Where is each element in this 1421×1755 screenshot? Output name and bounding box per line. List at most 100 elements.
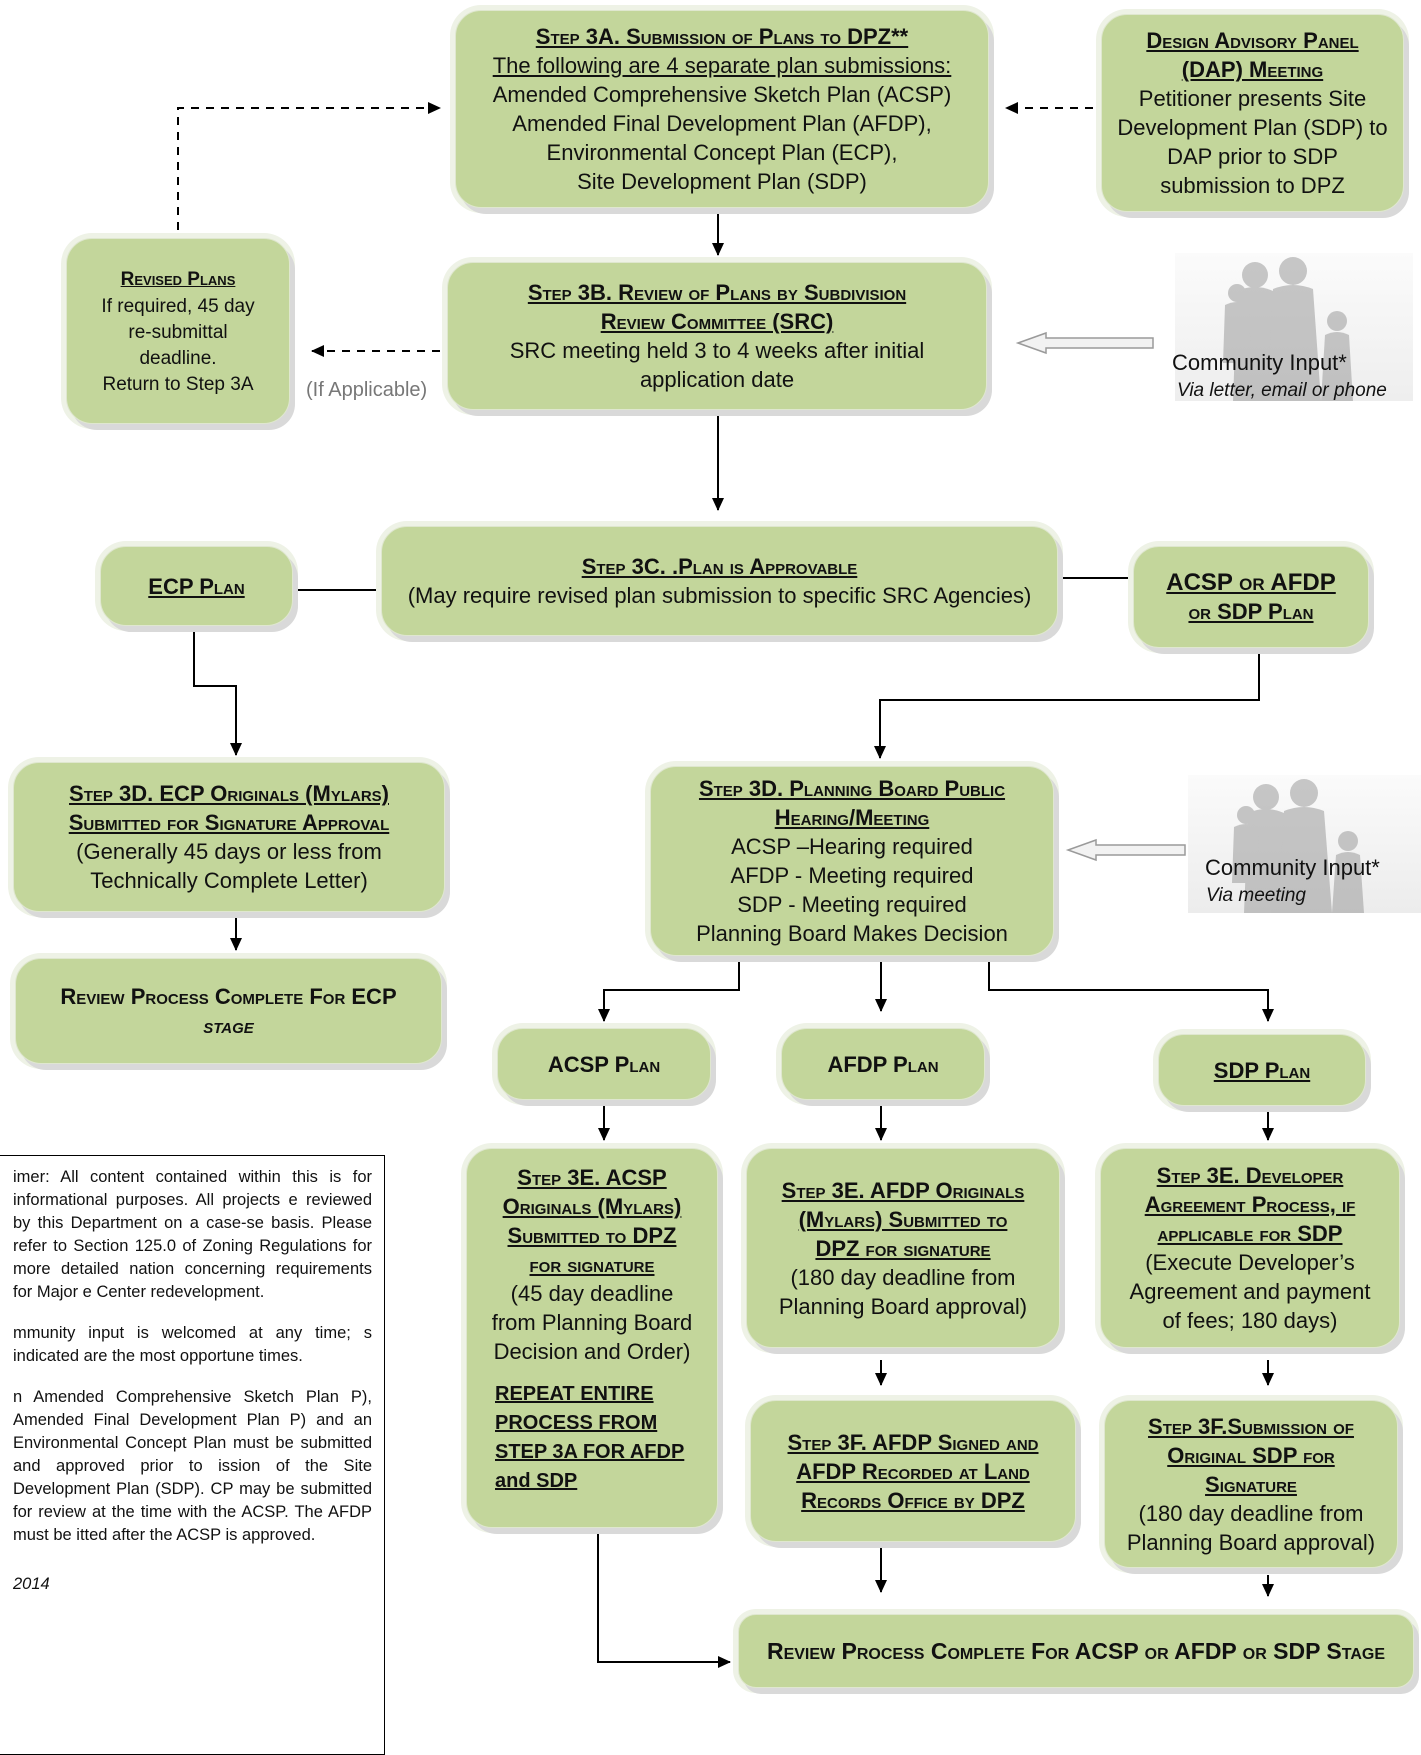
step-3e-afdp-title: Step 3E. AFDP Originals — [781, 1177, 1025, 1203]
step-3d-planning-board-box: Step 3D. Planning Board Public Hearing/M… — [650, 766, 1054, 956]
disclaimer-paragraph-3: n Amended Comprehensive Sketch Plan P), … — [13, 1388, 372, 1544]
step-3a-title: Step 3A. Submission of Plans to DPZ** — [535, 24, 909, 49]
step-3d-pb-title-line2: Hearing/Meeting — [774, 805, 930, 830]
step-3e-afdp-line: (180 day deadline from — [790, 1264, 1016, 1290]
repeat-process-line: STEP 3A FOR AFDP — [495, 1441, 685, 1463]
ecp-plan-box: ECP Plan — [100, 546, 293, 626]
step-3a-line: Environmental Concept Plan (ECP), — [546, 140, 898, 165]
step-3e-acsp-title: Submitted to DPZ — [507, 1223, 677, 1248]
step-3d-ecp-line: (Generally 45 days or less from — [76, 839, 382, 864]
step-3f-sdp-title: Step 3F.Submission of — [1148, 1413, 1354, 1439]
step-3e-sdp-title: Step 3E. Developer — [1156, 1163, 1344, 1188]
repeat-process-line: PROCESS FROM — [495, 1412, 658, 1434]
step-3f-sdp-box: Step 3F.Submission of Original SDP for S… — [1104, 1400, 1398, 1568]
step-3d-pb-title-line1: Step 3D. Planning Board Public — [698, 776, 1006, 801]
afdp-plan-box: AFDP Plan — [781, 1028, 985, 1100]
disclaimer-box: imer: All content contained within this … — [0, 1155, 385, 1755]
step-3d-ecp-title-line1: Step 3D. ECP Originals (Mylars) — [69, 781, 389, 806]
complete-ecp-box: Review Process Complete For ECP stage — [15, 958, 442, 1064]
step-3d-ecp-box: Step 3D. ECP Originals (Mylars) Submitte… — [13, 762, 445, 912]
plan-line1: ACSP or AFDP — [1166, 569, 1336, 596]
dap-meeting-box: Design Advisory Panel (DAP) Meeting Peti… — [1101, 14, 1404, 212]
step-3f-afdp-title: Step 3F. AFDP Signed and — [787, 1429, 1039, 1455]
complete-ecp-line1: Review Process Complete For ECP — [60, 984, 397, 1009]
step-3f-afdp-box: Step 3F. AFDP Signed and AFDP Recorded a… — [750, 1400, 1076, 1542]
step-3b-line: application date — [639, 367, 795, 392]
step-3e-sdp-title: applicable for SDP — [1157, 1221, 1343, 1246]
acsp-plan-box: ACSP Plan — [497, 1028, 711, 1100]
complete-final-label: Review Process Complete For ACSP or AFDP… — [766, 1637, 1386, 1664]
dap-line: submission to DPZ — [1160, 173, 1345, 198]
step-3e-sdp-title: Agreement Process, if — [1144, 1192, 1356, 1217]
step-3f-sdp-line: (180 day deadline from — [1138, 1500, 1364, 1526]
revised-plans-box: Revised Plans If required, 45 day re-sub… — [66, 238, 290, 424]
plan-line2: or SDP Plan — [1188, 599, 1314, 624]
disclaimer-date: 2014 — [13, 1575, 50, 1593]
step-3d-pb-line: AFDP - Meeting required — [730, 863, 974, 888]
step-3e-acsp-box: Step 3E. ACSP Originals (Mylars) Submitt… — [466, 1148, 718, 1528]
step-3b-title-line2: Review Committee (SRC) — [600, 309, 834, 334]
family-silhouette-image-2 — [1188, 775, 1421, 913]
step-3a-line: Amended Final Development Plan (AFDP), — [512, 111, 932, 136]
step-3e-sdp-box: Step 3E. Developer Agreement Process, if… — [1100, 1148, 1400, 1348]
arrow-plan-to-pb — [874, 650, 1260, 759]
dap-title-line2: (DAP) Meeting — [1181, 57, 1324, 82]
step-3e-acsp-line: Decision and Order) — [493, 1339, 691, 1364]
complete-ecp-line2: stage — [203, 1013, 254, 1038]
step-3e-afdp-title: DPZ for signature — [815, 1235, 991, 1261]
community-input-1-label: Community Input* — [1172, 350, 1347, 375]
sdp-plan-label: SDP Plan — [1213, 1057, 1311, 1083]
disclaimer-paragraph-1: imer: All content contained within this … — [13, 1168, 372, 1301]
family-silhouette-image — [1175, 253, 1413, 401]
step-3e-afdp-box: Step 3E. AFDP Originals (Mylars) Submitt… — [746, 1148, 1060, 1348]
revised-plans-line: If required, 45 day — [101, 295, 255, 317]
step-3e-sdp-line: of fees; 180 days) — [1162, 1308, 1338, 1333]
dap-line: Development Plan (SDP) to — [1117, 115, 1388, 140]
community-input-1-note: Via letter, email or phone — [1177, 380, 1387, 401]
step-3b-line: SRC meeting held 3 to 4 weeks after init… — [509, 338, 925, 363]
step-3d-pb-line: Planning Board Makes Decision — [696, 921, 1008, 946]
step-3e-sdp-line: (Execute Developer’s — [1145, 1250, 1355, 1275]
disclaimer-paragraph-2: mmunity input is welcomed at any time; s… — [13, 1324, 372, 1365]
repeat-process-line: REPEAT ENTIRE — [495, 1383, 654, 1405]
revised-plans-line: re-submittal — [128, 321, 228, 343]
step-3a-subtitle: The following are 4 separate plan submis… — [492, 53, 952, 78]
step-3d-pb-line: ACSP –Hearing required — [731, 834, 973, 859]
step-3e-acsp-line: (45 day deadline — [510, 1281, 674, 1306]
step-3e-sdp-line: Agreement and payment — [1129, 1279, 1371, 1304]
step-3d-pb-line: SDP - Meeting required — [737, 892, 967, 917]
acsp-afdp-sdp-plan-box: ACSP or AFDP or SDP Plan — [1133, 546, 1369, 648]
dap-title-line1: Design Advisory Panel — [1146, 28, 1359, 53]
revised-plans-line: deadline. — [139, 347, 217, 369]
step-3f-afdp-title: Records Office by DPZ — [801, 1487, 1025, 1513]
step-3e-acsp-line: from Planning Board — [491, 1310, 693, 1335]
step-3c-line: (May require revised plan submission to … — [407, 583, 1032, 608]
step-3a-line: Amended Comprehensive Sketch Plan (ACSP) — [492, 82, 952, 107]
community-arrow-2 — [1065, 838, 1186, 862]
complete-final-box: Review Process Complete For ACSP or AFDP… — [738, 1614, 1414, 1688]
step-3b-title-line1: Step 3B. Review of Plans by Subdivision — [527, 280, 907, 305]
step-3a-line: Site Development Plan (SDP) — [577, 169, 867, 194]
community-input-2-note: Via meeting — [1206, 885, 1306, 906]
dashed-arrow-revised-to-3a — [177, 102, 441, 230]
arrow-3e-acsp-to-complete — [597, 1530, 731, 1668]
step-3e-acsp-title: Step 3E. ACSP — [517, 1165, 667, 1190]
revised-plans-line: Return to Step 3A — [102, 373, 254, 395]
step-3e-afdp-line: Planning Board approval) — [778, 1293, 1028, 1319]
repeat-process-line: and SDP — [495, 1470, 578, 1492]
sdp-plan-box: SDP Plan — [1158, 1034, 1366, 1106]
dap-line: Petitioner presents Site — [1138, 86, 1367, 111]
step-3d-ecp-title-line2: Submitted for Signature Approval — [68, 810, 390, 835]
step-3a-box: Step 3A. Submission of Plans to DPZ** Th… — [455, 10, 989, 208]
step-3b-box: Step 3B. Review of Plans by Subdivision … — [447, 262, 987, 410]
step-3f-sdp-line: Planning Board approval) — [1126, 1529, 1376, 1555]
step-3f-afdp-title: AFDP Recorded at Land — [796, 1458, 1030, 1484]
step-3e-acsp-title: for signature — [529, 1252, 655, 1277]
arrow-ecp-to-3d — [193, 628, 242, 756]
if-applicable-label: (If Applicable) — [306, 379, 428, 401]
connector-layer — [177, 102, 1274, 1668]
afdp-plan-label: AFDP Plan — [827, 1051, 939, 1077]
ecp-plan-label: ECP Plan — [148, 573, 245, 599]
arrow-pb-to-sdp — [988, 960, 1274, 1022]
step-3e-afdp-title: (Mylars) Submitted to — [798, 1206, 1008, 1232]
